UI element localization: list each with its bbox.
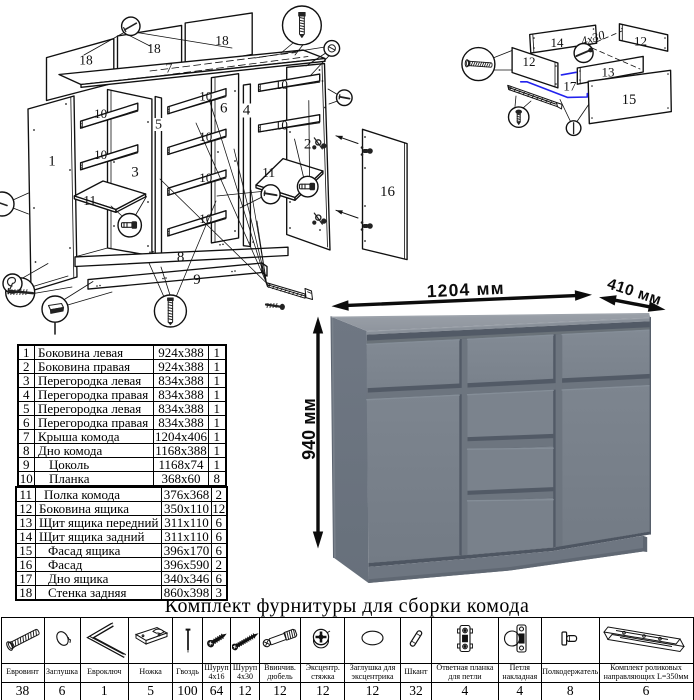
svg-text:10: 10 (275, 77, 288, 92)
svg-text:5: 5 (155, 118, 162, 133)
svg-text:1: 1 (48, 154, 56, 170)
svg-text:10: 10 (199, 129, 212, 144)
svg-text:10: 10 (275, 118, 288, 133)
svg-text:17: 17 (563, 79, 577, 94)
svg-text:2: 2 (304, 137, 312, 153)
svg-text:12: 12 (523, 54, 536, 69)
svg-text:10: 10 (94, 147, 107, 162)
svg-text:11: 11 (262, 165, 275, 180)
svg-text:10: 10 (199, 89, 212, 104)
svg-text:10: 10 (199, 170, 212, 185)
svg-text:3: 3 (131, 165, 139, 181)
svg-text:13: 13 (602, 65, 615, 80)
svg-text:9: 9 (193, 272, 201, 288)
svg-text:6: 6 (220, 101, 228, 117)
svg-text:4: 4 (243, 103, 251, 119)
svg-text:940 мм: 940 мм (299, 398, 319, 460)
svg-text:14: 14 (551, 35, 565, 50)
svg-text:10: 10 (94, 106, 107, 121)
svg-text:15: 15 (622, 92, 637, 108)
svg-text:16: 16 (380, 184, 396, 200)
svg-text:12: 12 (634, 34, 647, 49)
svg-text:10: 10 (199, 211, 212, 226)
svg-text:18: 18 (215, 33, 229, 48)
svg-text:11: 11 (83, 193, 96, 208)
svg-text:1204 мм: 1204 мм (426, 278, 505, 301)
svg-text:8: 8 (177, 250, 185, 266)
svg-text:7: 7 (166, 61, 173, 76)
svg-text:18: 18 (79, 53, 93, 68)
svg-text:18: 18 (147, 41, 161, 56)
